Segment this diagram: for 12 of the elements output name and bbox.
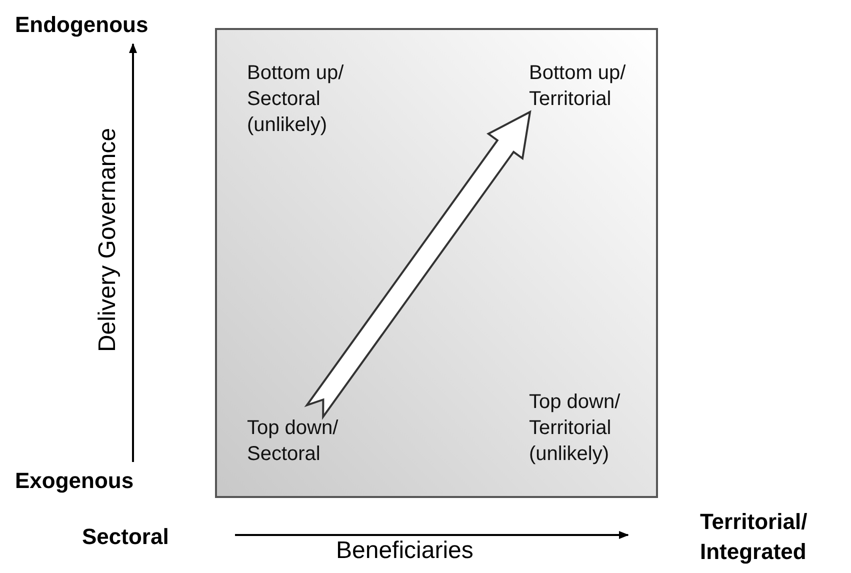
block-arrow xyxy=(304,110,532,420)
quadrant-panel xyxy=(215,28,658,498)
axis-label: Territorial/ Integrated xyxy=(700,508,808,566)
axis-title: Delivery Governance xyxy=(94,128,122,352)
axis-label: Sectoral xyxy=(82,524,169,550)
quadrant-label: Bottom up/ Sectoral (unlikely) xyxy=(247,60,365,138)
quadrant-label: Top down/ Sectoral xyxy=(247,415,365,467)
quadrant-label: Top down/ Territorial (unlikely) xyxy=(529,389,647,467)
axis-label: Exogenous xyxy=(15,468,134,494)
axis-label: Endogenous xyxy=(15,12,148,38)
quadrant-label: Bottom up/ Territorial xyxy=(529,60,647,112)
axis-title: Beneficiaries xyxy=(336,537,474,565)
